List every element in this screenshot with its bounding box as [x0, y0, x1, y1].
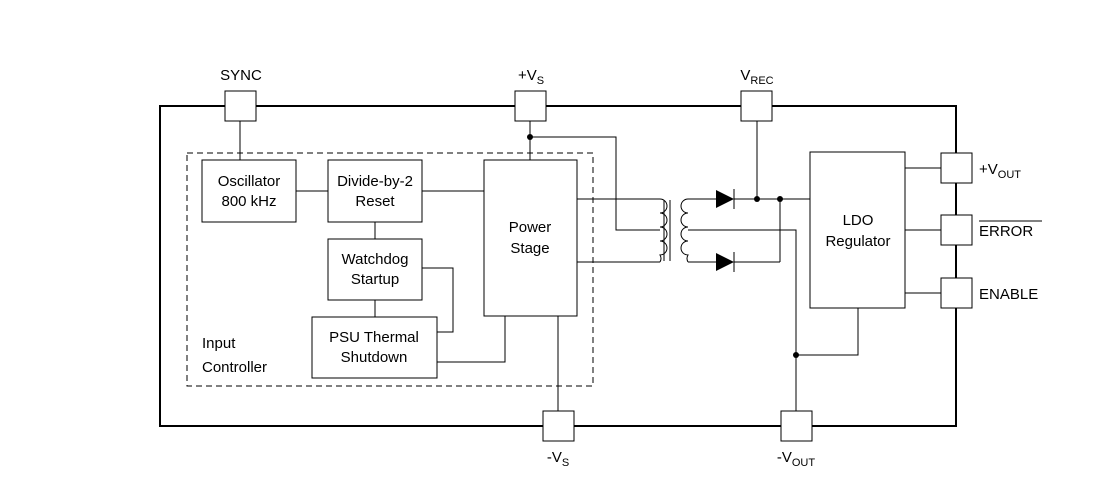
ldo-label-1: LDO	[843, 212, 874, 229]
divider-label-1: Divide-by-2	[337, 173, 413, 190]
error-label: ERROR	[979, 223, 1033, 240]
thermal-label-2: Shutdown	[341, 349, 408, 366]
watchdog-label-2: Startup	[351, 271, 399, 288]
power-stage-label-1: Power	[509, 219, 552, 236]
thermal-label-1: PSU Thermal	[329, 329, 419, 346]
sync-label: SYNC	[220, 67, 262, 84]
pin-sync	[224, 90, 257, 122]
wires	[239, 121, 941, 411]
oscillator-label-2: 800 kHz	[221, 193, 276, 210]
thermal-block: PSU Thermal Shutdown	[311, 316, 438, 379]
pin-vout-minus	[780, 410, 813, 442]
pin-vrec	[740, 90, 773, 122]
vout-minus-label: -VOUT	[777, 449, 816, 469]
oscillator-block: Oscillator 800 kHz	[201, 159, 297, 223]
ldo-label-2: Regulator	[825, 233, 890, 250]
input-controller-label-1: Input	[202, 335, 236, 352]
ldo-block: LDO Regulator	[809, 151, 906, 309]
junction-dots	[527, 134, 799, 358]
input-controller-label-2: Controller	[202, 359, 267, 376]
vout-plus-label: +VOUT	[979, 161, 1021, 181]
pin-vs-plus	[514, 90, 547, 122]
input-controller-region	[186, 152, 594, 387]
watchdog-block: Watchdog Startup	[327, 238, 423, 301]
divider-block: Divide-by-2 Reset	[327, 159, 423, 223]
divider-label-2: Reset	[355, 193, 395, 210]
power-stage-label-2: Stage	[510, 240, 549, 257]
vrec-label: VREC	[740, 67, 773, 87]
pin-vs-minus	[542, 410, 575, 442]
vs-minus-label: -VS	[547, 449, 569, 469]
watchdog-label-1: Watchdog	[342, 251, 409, 268]
pin-enable	[940, 277, 973, 309]
diode-upper	[716, 189, 735, 209]
oscillator-label-1: Oscillator	[218, 173, 281, 190]
vs-plus-label: +VS	[518, 67, 544, 87]
diode-lower	[716, 252, 735, 272]
power-stage-block: Power Stage	[483, 159, 578, 317]
enable-label: ENABLE	[979, 286, 1038, 303]
pin-vout-plus	[940, 152, 973, 184]
pin-error	[940, 214, 973, 246]
